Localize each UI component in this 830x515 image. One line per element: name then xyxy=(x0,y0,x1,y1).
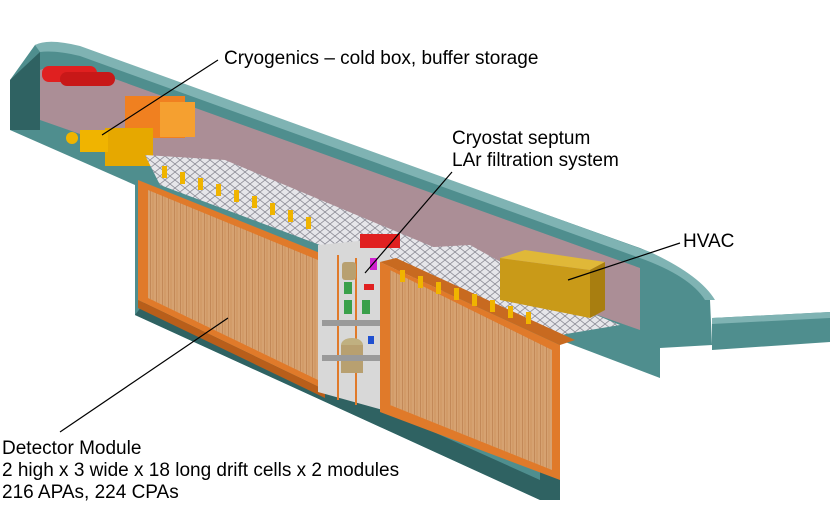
label-cryogenics: Cryogenics – cold box, buffer storage xyxy=(224,48,539,69)
label-septum-line2: LAr filtration system xyxy=(452,150,619,171)
label-detector-line3: 216 APAs, 224 CPAs xyxy=(2,482,179,503)
hvac-unit xyxy=(500,250,605,318)
buffer-storage xyxy=(105,128,153,166)
label-septum: Cryostat septum LAr filtration system xyxy=(452,128,619,172)
label-detector-line1: Detector Module xyxy=(2,438,142,459)
leader-lines xyxy=(59,59,681,433)
detector-module-right xyxy=(380,258,575,480)
leader-line-cryogenics xyxy=(101,59,219,136)
leader-line-hvac xyxy=(567,242,681,281)
label-detector-line2: 2 high x 3 wide x 18 long drift cells x … xyxy=(2,460,400,481)
buffer-storage xyxy=(80,130,108,152)
cryostat-septum xyxy=(318,234,400,412)
label-septum-line1: Cryostat septum xyxy=(452,128,591,149)
storage-tank xyxy=(60,72,115,86)
roof-support-posts xyxy=(162,166,531,324)
filtration-vessel xyxy=(360,234,400,248)
leader-line-septum xyxy=(364,171,453,274)
leader-line-detector xyxy=(59,317,229,433)
label-detector-module: Detector Module 2 high x 3 wide x 18 lon… xyxy=(2,438,399,504)
label-hvac: HVAC xyxy=(683,231,735,252)
cold-box xyxy=(160,102,195,137)
cryogenics-equipment xyxy=(42,66,195,166)
detector-module-left xyxy=(138,180,325,398)
